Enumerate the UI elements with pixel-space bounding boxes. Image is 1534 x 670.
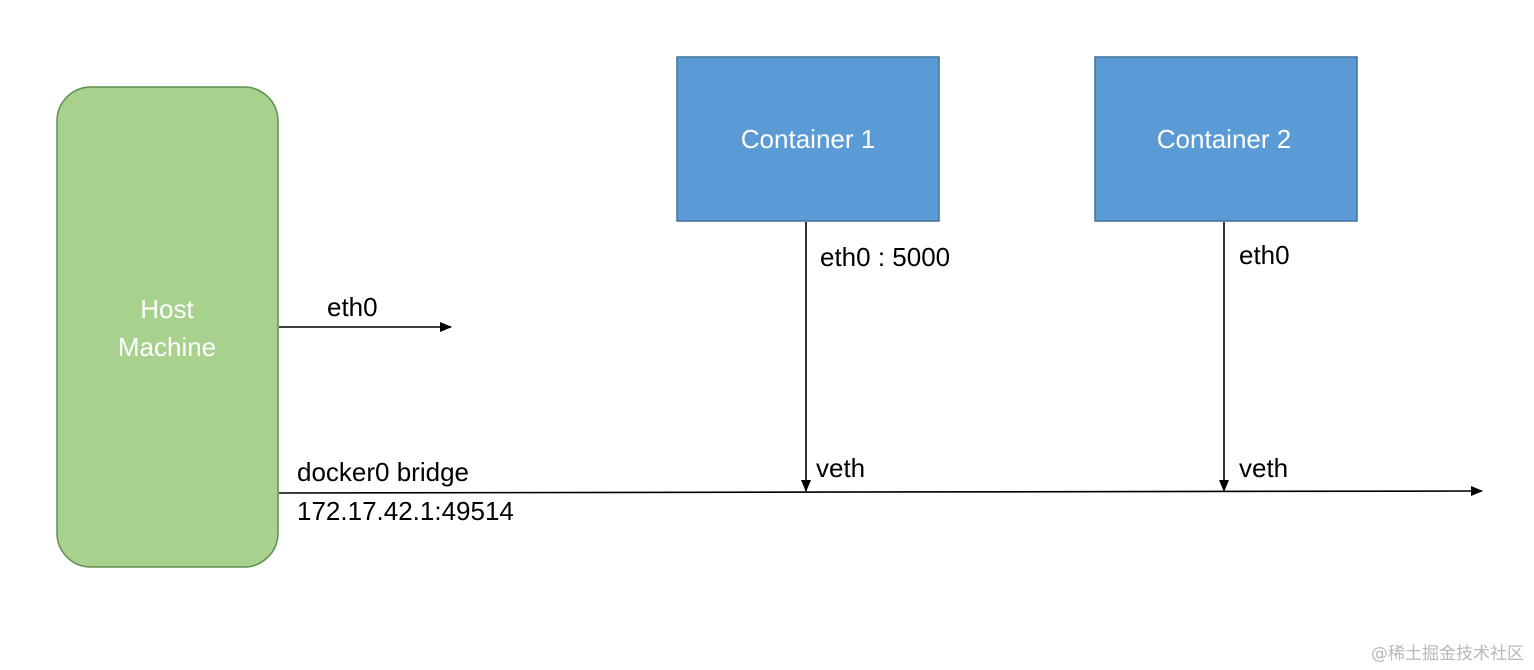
container-2-node: Container 2 xyxy=(1094,56,1358,222)
container-1-eth0-label: eth0 : 5000 xyxy=(820,242,950,272)
host-machine-box xyxy=(56,86,279,568)
container-2-veth-label: veth xyxy=(1239,453,1288,483)
docker0-bridge-arrow xyxy=(278,486,1483,497)
host-machine-label-line2: Machine xyxy=(118,332,216,362)
docker0-bridge-address: 172.17.42.1:49514 xyxy=(297,496,514,526)
host-machine-label-line1: Host xyxy=(140,294,194,324)
container-2-eth0-label: eth0 xyxy=(1239,240,1290,270)
host-eth0-label: eth0 xyxy=(327,292,378,322)
watermark-text: @稀土掘金技术社区 xyxy=(1371,644,1524,664)
container-1-node: Container 1 xyxy=(676,56,940,222)
container-2-box xyxy=(1094,56,1358,222)
container-1-veth-label: veth xyxy=(816,453,865,483)
container-1-box xyxy=(676,56,940,222)
container-1-label: Container 1 xyxy=(741,124,875,154)
container-2-label: Container 2 xyxy=(1157,124,1291,154)
docker0-bridge-label: docker0 bridge xyxy=(297,457,469,487)
host-machine-node: Host Machine xyxy=(56,86,279,568)
